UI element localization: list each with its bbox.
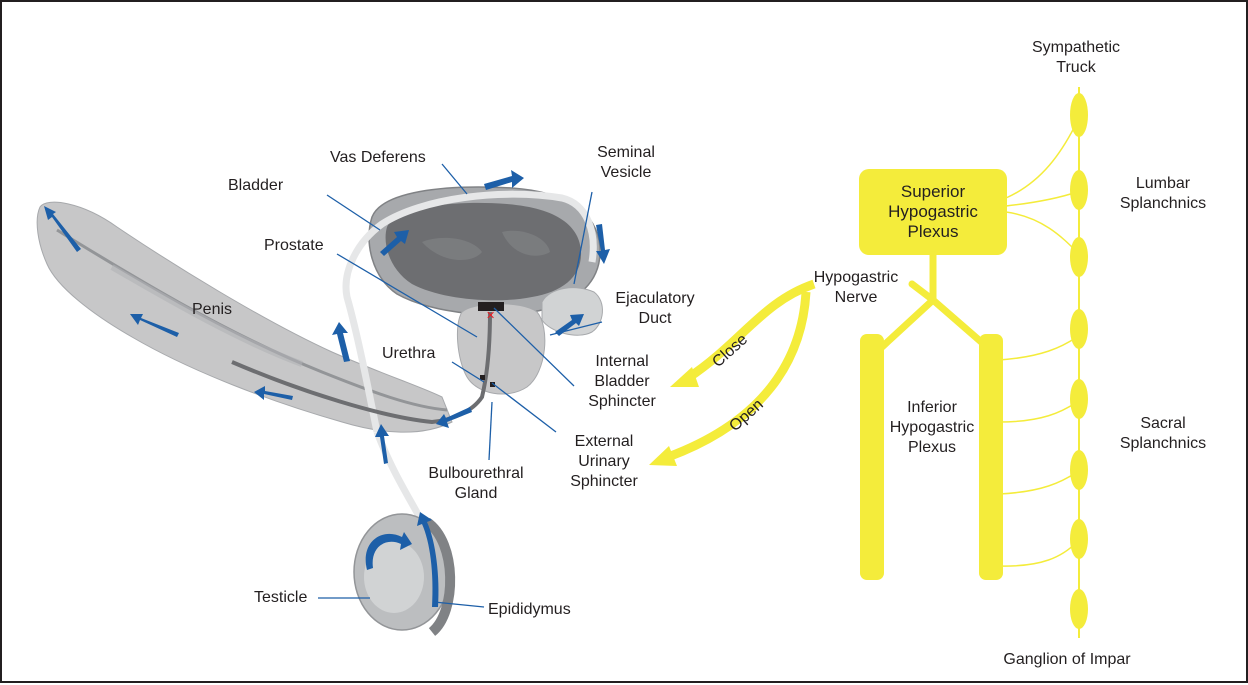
- prostate-label: Prostate: [264, 236, 324, 256]
- splanchnic-fibers: [999, 122, 1077, 566]
- internal-line-2: Bladder: [576, 372, 668, 392]
- inferior-hypogastric-plexus-label: Inferior Hypogastric Plexus: [872, 398, 992, 458]
- hypogastric-line-1: Hypogastric: [796, 268, 916, 288]
- penis-label: Penis: [192, 300, 232, 320]
- sacral-line-2: Splanchnics: [1108, 434, 1218, 454]
- sympathetic-truck-label: Sympathetic Truck: [1016, 38, 1136, 78]
- prostate-shape: [457, 304, 544, 394]
- sympathetic-line-1: Sympathetic: [1016, 38, 1136, 58]
- superior-hypogastric-plexus-label: Superior Hypogastric Plexus: [859, 182, 1007, 242]
- external-line-2: Urinary: [558, 452, 650, 472]
- testicle-label: Testicle: [254, 588, 307, 608]
- superior-line-3: Plexus: [859, 222, 1007, 242]
- hypogastric-nerve-label: Hypogastric Nerve: [796, 268, 916, 308]
- external-line-3: Sphincter: [558, 472, 650, 492]
- internal-line-1: Internal: [576, 352, 668, 372]
- seminal-vesicle-line-1: Seminal: [588, 143, 664, 163]
- ejaculatory-duct-line-2: Duct: [600, 309, 710, 329]
- close-label: Close: [709, 331, 751, 371]
- inferior-line-3: Plexus: [872, 438, 992, 458]
- superior-line-1: Superior: [859, 182, 1007, 202]
- bulbourethral-line-1: Bulbourethral: [416, 464, 536, 484]
- closed-mark-icon: ✕: [486, 310, 495, 322]
- ejaculatory-duct-line-1: Ejaculatory: [600, 289, 710, 309]
- vas-deferens-label: Vas Deferens: [330, 148, 426, 168]
- bladder-label: Bladder: [228, 176, 283, 196]
- seminal-vesicle-shape: [542, 288, 602, 336]
- lumbar-line-2: Splanchnics: [1108, 194, 1218, 214]
- epididymus-label: Epididymus: [488, 600, 571, 620]
- hypogastric-line-2: Nerve: [796, 288, 916, 308]
- sympathetic-trunk: [1070, 87, 1088, 638]
- urethra-label: Urethra: [382, 344, 435, 364]
- sympathetic-line-2: Truck: [1016, 58, 1136, 78]
- internal-bladder-sphincter-label: Internal Bladder Sphincter: [576, 352, 668, 412]
- lumbar-line-1: Lumbar: [1108, 174, 1218, 194]
- ejaculatory-duct-label: Ejaculatory Duct: [600, 289, 710, 329]
- inferior-line-1: Inferior: [872, 398, 992, 418]
- superior-line-2: Hypogastric: [859, 202, 1007, 222]
- bulbourethral-gland-label: Bulbourethral Gland: [416, 464, 536, 504]
- bulbourethral-line-2: Gland: [416, 484, 536, 504]
- sacral-splanchnics-label: Sacral Splanchnics: [1108, 414, 1218, 454]
- ganglion-of-impar-label: Ganglion of Impar: [992, 650, 1142, 670]
- inferior-line-2: Hypogastric: [872, 418, 992, 438]
- sacral-line-1: Sacral: [1108, 414, 1218, 434]
- seminal-vesicle-line-2: Vesicle: [588, 163, 664, 183]
- external-line-1: External: [558, 432, 650, 452]
- internal-line-3: Sphincter: [576, 392, 668, 412]
- external-urinary-sphincter-label: External Urinary Sphincter: [558, 432, 650, 492]
- lumbar-splanchnics-label: Lumbar Splanchnics: [1108, 174, 1218, 214]
- seminal-vesicle-label: Seminal Vesicle: [588, 143, 664, 183]
